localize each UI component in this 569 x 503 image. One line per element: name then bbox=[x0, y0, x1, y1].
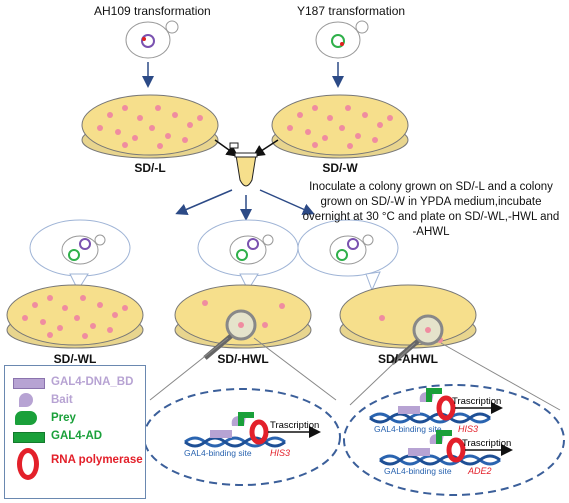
ad-swatch-icon bbox=[13, 432, 45, 443]
culture-tube bbox=[229, 142, 258, 187]
protocol-note: Inoculate a colony grown on SD/-L and a … bbox=[302, 181, 560, 238]
bubble-diploid-mid bbox=[197, 219, 299, 292]
ah109-title: AH109 transformation bbox=[94, 4, 211, 18]
gene-label-hwl: HIS3 bbox=[270, 448, 290, 458]
plate-label-sd-w: SD/-W bbox=[322, 161, 358, 175]
yeast-cell-ah109 bbox=[125, 20, 179, 59]
legend-label-bd: GAL4-DNA_BD bbox=[51, 376, 134, 388]
zoom-line-right-a bbox=[349, 342, 416, 406]
plate-sd-w bbox=[271, 94, 409, 159]
plate-label-sd-wl: SD/-WL bbox=[53, 352, 97, 366]
bd-swatch-icon bbox=[13, 378, 45, 389]
plate-sd-l bbox=[81, 94, 219, 159]
legend-label-ad: GAL4-AD bbox=[51, 430, 103, 442]
transcription-label-ahwl-1: Trascription bbox=[452, 396, 501, 407]
arrow-to-sd-wl bbox=[175, 189, 233, 215]
zoom-line-right-b bbox=[440, 342, 561, 411]
plate-sd-ahwl bbox=[339, 284, 477, 365]
legend-label-prey: Prey bbox=[51, 412, 76, 424]
arrow-to-sd-ahwl bbox=[259, 189, 315, 215]
binding-site-label-ahwl-1: GAL4-binding site bbox=[374, 424, 442, 434]
plate-sd-wl bbox=[6, 284, 144, 349]
legend: GAL4-DNA_BD Bait Prey GAL4-AD RNA polyme… bbox=[4, 365, 146, 499]
dna-complex-ahwl-ade2 bbox=[379, 430, 513, 466]
transcription-label-ahwl-2: Trascription bbox=[462, 438, 511, 449]
legend-label-rnap: RNA polymerase bbox=[51, 454, 143, 466]
bait-icon bbox=[19, 393, 33, 407]
dna-complex-ahwl-his3 bbox=[369, 388, 503, 424]
gene-label-ahwl-his3: HIS3 bbox=[458, 424, 478, 434]
dna-complex-hwl bbox=[184, 412, 321, 448]
plate-label-sd-ahwl: SD/-AHWL bbox=[378, 352, 438, 366]
arrow-to-tube-left bbox=[214, 139, 239, 157]
prey-icon bbox=[15, 411, 37, 425]
zoom-line-left-b bbox=[253, 337, 337, 401]
binding-site-label-ahwl-2: GAL4-binding site bbox=[384, 466, 452, 476]
plate-sd-hwl bbox=[174, 284, 312, 360]
y187-title: Y187 transformation bbox=[297, 4, 406, 18]
plate-label-sd-hwl: SD/-HWL bbox=[217, 352, 269, 366]
yeast-cell-y187 bbox=[315, 20, 369, 59]
rna-polymerase-icon bbox=[17, 448, 39, 480]
bubble-diploid-right bbox=[297, 219, 399, 292]
arrow-to-tube-right bbox=[252, 139, 279, 157]
binding-site-label-hwl: GAL4-binding site bbox=[184, 448, 252, 458]
zoom-oval-hwl bbox=[143, 388, 341, 486]
gene-label-ahwl-ade2: ADE2 bbox=[467, 466, 492, 476]
legend-label-bait: Bait bbox=[51, 394, 73, 406]
transcription-label-hwl: Trascription bbox=[270, 420, 319, 431]
zoom-line-left-a bbox=[149, 337, 229, 401]
plate-label-sd-l: SD/-L bbox=[134, 161, 166, 175]
bubble-diploid-left bbox=[29, 219, 131, 292]
